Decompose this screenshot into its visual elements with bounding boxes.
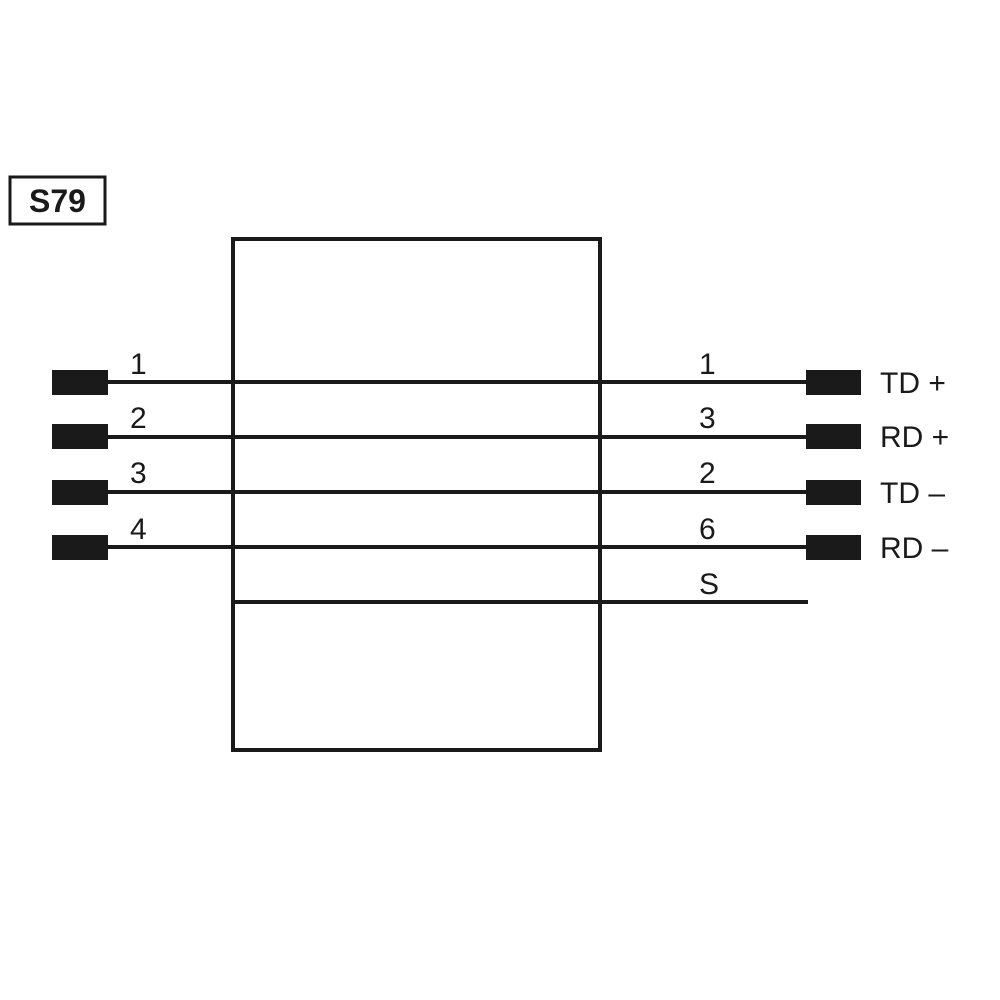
left-pin-label-3: 3 <box>130 457 147 490</box>
title-badge: S79 <box>8 175 107 226</box>
right-pin-label-2: 3 <box>699 402 716 435</box>
left-terminal-3 <box>52 480 108 505</box>
right-pin-label-1: 1 <box>699 348 716 381</box>
right-pin-label-3: 2 <box>699 457 716 490</box>
right-terminal-3 <box>806 480 861 505</box>
shield-label: S <box>699 568 719 601</box>
left-terminal-1 <box>52 370 108 395</box>
right-pin-label-4: 6 <box>699 513 716 546</box>
left-pin-label-4: 4 <box>130 513 147 546</box>
cable-body <box>231 237 602 752</box>
wire-3: 3 2 TD – <box>52 457 945 510</box>
left-pin-label-1: 1 <box>130 348 147 381</box>
signal-label-3: TD – <box>880 477 945 510</box>
right-terminal-2 <box>806 424 861 449</box>
left-pin-label-2: 2 <box>130 402 147 435</box>
left-terminal-4 <box>52 535 108 560</box>
wire-2: 2 3 RD + <box>52 402 949 454</box>
left-terminal-2 <box>52 424 108 449</box>
wire-4: 4 6 RD – <box>52 513 949 565</box>
right-terminal-1 <box>806 370 861 395</box>
signal-label-4: RD – <box>880 532 949 565</box>
title-box <box>8 175 107 226</box>
wire-1: 1 1 TD + <box>52 348 946 400</box>
shield-wire: S <box>233 568 808 604</box>
right-terminal-4 <box>806 535 861 560</box>
signal-label-1: TD + <box>880 367 946 400</box>
signal-label-2: RD + <box>880 421 949 454</box>
title-text: S79 <box>29 183 86 219</box>
